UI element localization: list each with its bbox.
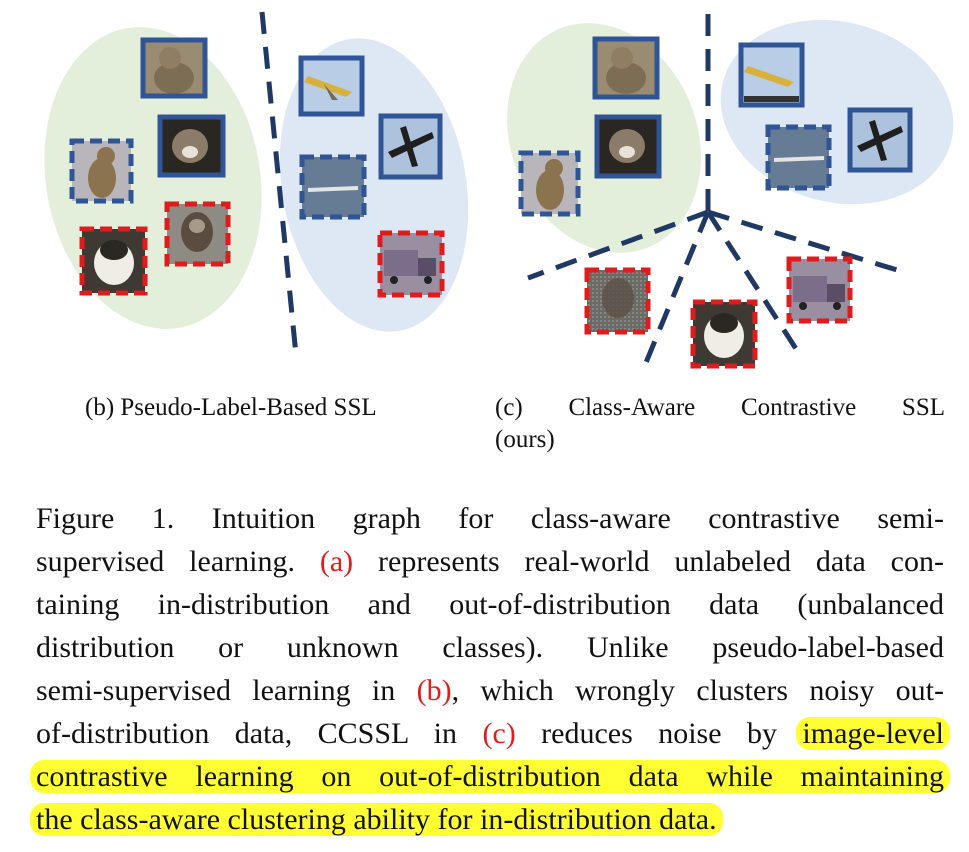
figure-illustration <box>44 11 954 369</box>
figure-ref-b[interactable]: (b) <box>416 674 452 707</box>
caption-text: represents real-world unlabeled data con… <box>353 545 944 578</box>
airplane-image <box>378 113 443 180</box>
truck-image <box>377 230 445 298</box>
caption-line: the class-aware clustering ability for i… <box>30 798 944 841</box>
monkey-image <box>690 299 758 369</box>
highlighted-text: image-level <box>796 717 950 750</box>
figure-ref-c[interactable]: (c) <box>482 717 516 750</box>
caption-line: taining in-distribution and out-of-distr… <box>36 588 944 621</box>
monkey-image <box>164 201 231 267</box>
caption-line: contrastive learning on out-of-distribut… <box>30 755 950 798</box>
caption-text: , which wrongly clusters noisy out- <box>451 674 944 707</box>
cat-image <box>157 114 226 178</box>
monkey-image <box>584 267 651 335</box>
caption-line: of-distribution data, CCSSL in (c) reduc… <box>36 712 950 755</box>
airplane-image <box>738 42 805 108</box>
truck-image <box>786 256 853 324</box>
airplane-image <box>298 55 365 117</box>
panel-c <box>507 14 954 369</box>
panel-c-label-cont: (ours) <box>495 426 555 453</box>
figure-ref-a[interactable]: (a) <box>319 545 354 578</box>
out-of-distribution-cluster <box>720 19 954 205</box>
airplane-image <box>847 107 913 173</box>
cat-image <box>518 150 581 217</box>
decision-boundaries <box>527 14 898 366</box>
monkey-image <box>79 226 148 296</box>
caption-line: distribution or unknown classes). Unlike… <box>36 631 944 664</box>
airplane-image <box>299 154 367 220</box>
panel-b-label: (b) Pseudo-Label-Based SSL <box>85 394 377 421</box>
caption-text: of-distribution data, CCSSL in <box>36 717 483 750</box>
cat-image <box>592 36 660 100</box>
cat-image <box>594 114 662 179</box>
panel-b <box>44 11 469 356</box>
figure-caption: Figure 1. Intuition graph for class-awar… <box>30 497 950 841</box>
panel-c-label: (c) Class-Aware Contrastive SSL <box>495 394 945 421</box>
cat-image <box>140 37 208 99</box>
caption-line: Figure 1. Intuition graph for class-awar… <box>36 502 944 535</box>
highlighted-text: the class-aware clustering ability for i… <box>30 803 723 836</box>
airplane-image <box>765 124 832 191</box>
cat-image <box>69 138 134 204</box>
caption-text: supervised learning. <box>36 545 320 578</box>
highlighted-text: contrastive learning on out-of-distribut… <box>30 760 950 793</box>
caption-line: supervised learning. (a) represents real… <box>36 540 944 583</box>
caption-text: semi-supervised learning in <box>36 674 417 707</box>
caption-text: reduces noise by <box>515 717 803 750</box>
decision-boundary <box>259 11 299 356</box>
caption-line: semi-supervised learning in (b), which w… <box>36 669 944 712</box>
